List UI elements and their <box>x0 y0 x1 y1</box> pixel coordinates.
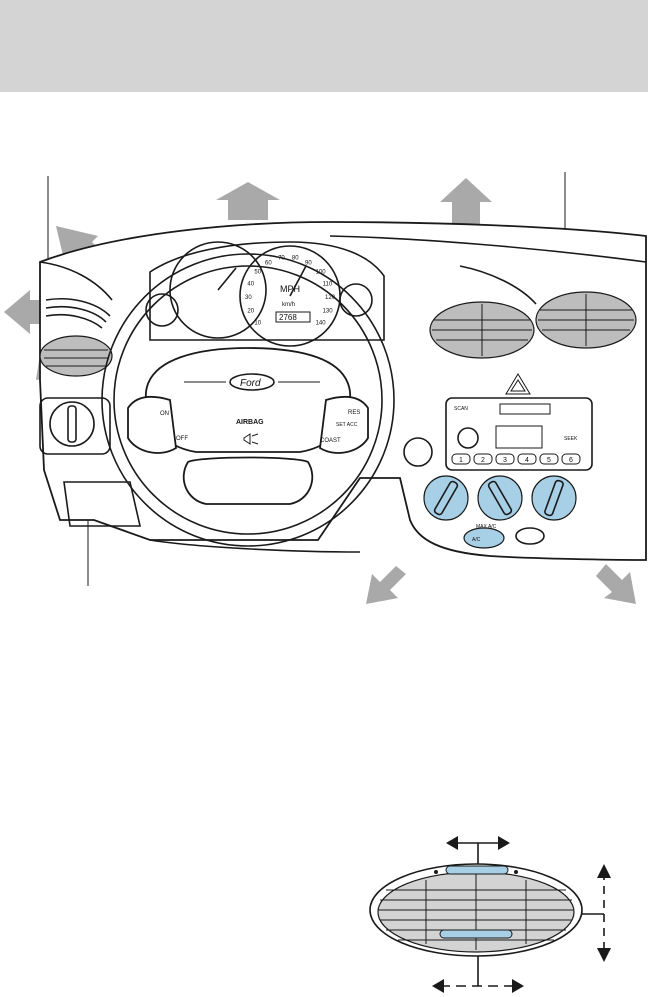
center-vent <box>429 301 535 359</box>
cruise-on-button[interactable]: ON <box>160 411 169 417</box>
speed-unit-secondary-label: km/h <box>282 302 295 308</box>
mph-tick-label: 90 <box>305 260 312 266</box>
mph-tick-label: 130 <box>323 309 334 315</box>
radio-preset-button[interactable] <box>451 453 471 465</box>
speedometer-needle <box>289 265 307 297</box>
steering-wheel: Ford AIRBAG ON OFF RES SET ACC COAST <box>101 253 395 547</box>
mph-tick-label: 140 <box>316 321 327 327</box>
fan-speed-knob[interactable] <box>423 475 469 521</box>
odometer-display <box>275 311 311 323</box>
radio-preset-label: 4 <box>525 457 529 464</box>
hazard-icon[interactable] <box>505 373 531 395</box>
ford-badge-text: Ford <box>240 378 261 389</box>
vent-adjust-arrow-bottom <box>432 936 524 993</box>
radio-unit <box>445 397 593 471</box>
ford-badge <box>229 373 275 391</box>
ac-label: A/C <box>472 537 481 543</box>
power-point <box>403 437 433 467</box>
vent-top-tab[interactable] <box>445 865 509 875</box>
tachometer-needle <box>217 267 237 291</box>
vent-closeup-diagram <box>369 836 611 993</box>
fuel-gauge <box>145 293 179 327</box>
radio-preset-button[interactable] <box>539 453 559 465</box>
seek-label: SEEK <box>564 436 578 442</box>
volume-knob[interactable] <box>457 427 479 449</box>
mph-tick-label: 80 <box>292 256 299 262</box>
vent-closeup <box>369 863 583 957</box>
dashboard-pillar-left <box>39 261 113 301</box>
mph-tick-label: 30 <box>245 295 252 301</box>
airflow-arrow-up-center <box>216 182 280 220</box>
temperature-knob-grip <box>544 479 564 517</box>
air-distribution-knob-grip <box>487 480 513 516</box>
windshield-trim <box>329 235 647 263</box>
radio-preset-label: 3 <box>503 457 507 464</box>
left-switch-panel <box>39 397 111 455</box>
cruise-coast-button[interactable]: COAST <box>320 438 341 444</box>
defroster-slot <box>459 265 537 305</box>
ac-button[interactable] <box>463 527 505 549</box>
mph-tick-label: 60 <box>265 260 272 266</box>
cruise-right-pad <box>319 395 369 454</box>
lower-dash-line <box>149 539 361 553</box>
left-outer-louvres <box>45 297 111 329</box>
radio-preset-label: 6 <box>569 457 573 464</box>
mph-tick-label: 10 <box>254 321 261 327</box>
temperature-gauge <box>339 283 373 317</box>
radio-preset-button[interactable] <box>517 453 537 465</box>
radio-presets: 1 2 3 4 5 6 <box>451 453 581 465</box>
radio-preset-button[interactable] <box>561 453 581 465</box>
mph-tick-label: 20 <box>247 309 254 315</box>
temperature-knob[interactable] <box>531 475 577 521</box>
tachometer-gauge <box>169 241 267 339</box>
cruise-res-button[interactable]: RES <box>348 410 360 416</box>
scan-label: SCAN <box>454 406 468 412</box>
odometer-value: 2768 <box>279 313 297 322</box>
header-band <box>0 0 648 92</box>
speed-unit-label: MPH <box>280 284 300 294</box>
headlamp-switch-knob <box>67 405 77 443</box>
cruise-off-button[interactable]: OFF <box>176 436 188 442</box>
mph-tick-label: 50 <box>254 269 261 275</box>
headlamp-switch <box>49 401 95 447</box>
max-ac-label: MAX A/C <box>476 524 497 530</box>
mph-tick-label: 110 <box>323 281 333 287</box>
vent-adjust-arrow-top <box>446 836 510 866</box>
hazard-icon-inner <box>510 379 526 392</box>
radio-preset-button[interactable] <box>495 453 515 465</box>
radio-preset-label: 1 <box>459 457 463 464</box>
knee-panel <box>63 481 142 527</box>
steering-lower-spoke <box>182 456 314 505</box>
cassette-slot <box>499 403 551 415</box>
airbag-label: AIRBAG <box>236 419 264 426</box>
radio-preset-label: 5 <box>547 457 551 464</box>
air-distribution-knob[interactable] <box>477 475 523 521</box>
vent-center-tab[interactable] <box>439 929 513 939</box>
cruise-set-acc-button[interactable]: SET ACC <box>336 422 358 428</box>
radio-preset-button[interactable] <box>473 453 493 465</box>
fan-speed-knob-grip <box>433 480 459 516</box>
airflow-arrow-down-right-foot <box>596 564 636 604</box>
airflow-arrow-down-left-foot <box>366 566 406 604</box>
cruise-left-pad <box>127 395 177 454</box>
mph-tick-label: 40 <box>247 281 254 287</box>
mph-tick-label: 100 <box>316 269 327 275</box>
right-vent <box>535 291 637 349</box>
radio-preset-label: 2 <box>481 457 485 464</box>
radio-display <box>495 425 543 449</box>
horn-icon <box>243 433 259 445</box>
left-side-vent <box>39 335 113 377</box>
mph-tick-label: 120 <box>325 295 336 301</box>
rear-defrost-icon[interactable] <box>515 527 545 545</box>
